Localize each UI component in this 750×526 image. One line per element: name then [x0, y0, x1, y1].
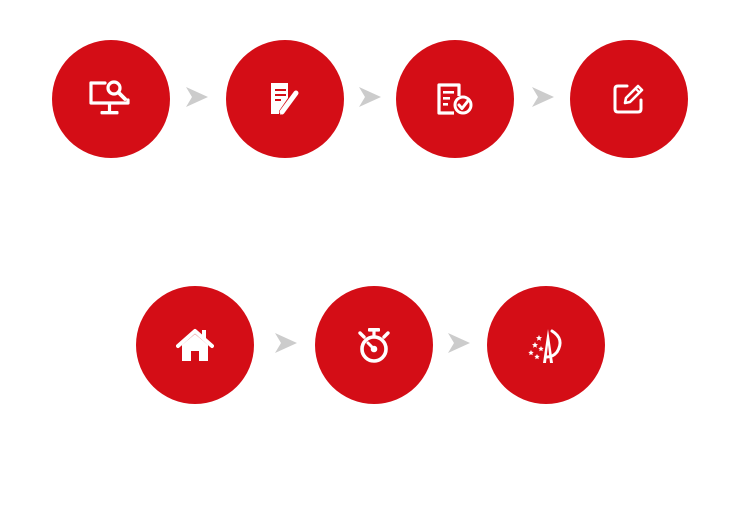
monitor-search-icon — [89, 80, 130, 115]
step-completion[interactable] — [487, 286, 605, 404]
flow-arrow-4 — [275, 333, 297, 353]
stopwatch-icon — [358, 328, 390, 363]
step-review-online[interactable] — [52, 40, 170, 158]
step-fill-application[interactable] — [226, 40, 344, 158]
flow-arrow-2 — [359, 87, 381, 107]
step-approval[interactable] — [396, 40, 514, 158]
square-edit-icon — [613, 84, 644, 114]
flow-arrow-1 — [186, 87, 208, 107]
document-check-icon — [437, 83, 473, 115]
document-edit-icon — [271, 83, 299, 115]
step-move-in[interactable] — [136, 286, 254, 404]
flow-arrow-3 — [532, 87, 554, 107]
step-timed-service[interactable] — [315, 286, 433, 404]
starred-emblem-icon — [528, 329, 562, 363]
flow-arrow-5 — [448, 333, 470, 353]
home-icon — [176, 329, 214, 361]
step-sign-contract[interactable] — [570, 40, 688, 158]
